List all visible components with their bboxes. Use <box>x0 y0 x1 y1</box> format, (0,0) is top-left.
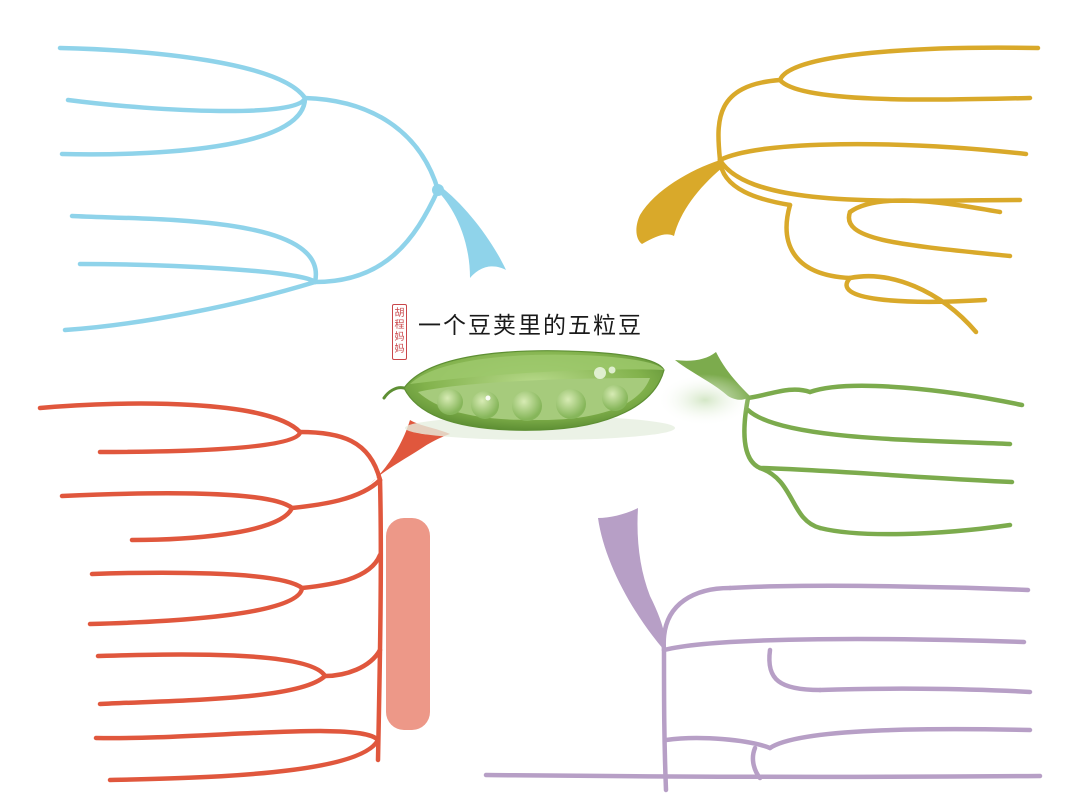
branch-red-mid-3 <box>322 647 383 679</box>
branch-red-leaf-6 <box>87 585 305 627</box>
branch-gold-trunk <box>716 77 783 163</box>
branch-red-leaf-1 <box>37 401 303 435</box>
seal-char: 胡 <box>394 308 405 319</box>
branch-gold-leaf-4 <box>717 157 1023 204</box>
branch-blue-trunk <box>302 95 441 193</box>
branch-blue-connector <box>436 186 506 278</box>
branch-blue-leaf-6 <box>62 279 318 333</box>
pea-5 <box>602 385 628 411</box>
branch-green-leaf-3 <box>757 465 1015 485</box>
branch-gold-leaf-7 <box>844 275 988 305</box>
branch-gold <box>716 45 1041 335</box>
branch-red-highlight <box>386 518 430 730</box>
branch-gold-leaf-3 <box>717 141 1029 163</box>
branch-red-leaf-7 <box>95 652 328 679</box>
pod-lid <box>410 354 664 384</box>
branch-purple-leaf-3 <box>817 686 1033 695</box>
water-drop-2 <box>608 366 616 374</box>
branch-purple-connector <box>598 508 666 650</box>
seal-char: 妈 <box>394 344 405 355</box>
branch-gold-trunk-lower <box>717 157 793 208</box>
branch-green-top <box>745 387 813 401</box>
branch-red-leaf-9 <box>93 728 381 743</box>
branch-blue-leaf-1 <box>57 45 308 101</box>
branch-purple-leaf-5 <box>750 745 763 781</box>
branch-red-trunk <box>375 477 384 763</box>
pea-2 <box>471 391 499 419</box>
branch-green-leaf-1 <box>807 383 1025 408</box>
branch-green-leaf-4 <box>817 522 1013 537</box>
branch-red-leaf-10 <box>107 737 381 783</box>
branch-purple-sub-2 <box>663 735 773 751</box>
branch-green-leaf-2 <box>745 407 1013 447</box>
pea-4 <box>556 389 586 419</box>
branch-purple-leaf-2 <box>661 636 1027 653</box>
branch-gold-leaf-5 <box>847 198 1003 215</box>
branch-red <box>37 401 384 783</box>
branch-red-connector-upper <box>297 429 383 483</box>
branch-red-leaf-4 <box>129 505 295 543</box>
pea-3 <box>512 391 542 421</box>
branch-red-leaf-5 <box>89 570 305 591</box>
water-drop-3 <box>485 395 491 401</box>
seal-char: 程 <box>394 320 405 331</box>
branch-red-mid-1 <box>289 477 383 511</box>
branch-gold-sub <box>784 202 853 281</box>
branch-gold-leaf-1 <box>777 45 1041 83</box>
branch-blue-leaf-5 <box>77 261 318 285</box>
branch-gold-leaf-2 <box>777 77 1033 102</box>
pea-1 <box>437 389 463 415</box>
artist-seal-stamp: 胡 程 妈 妈 <box>392 304 407 360</box>
branch-purple <box>483 583 1043 793</box>
branch-blue-trunk-lower <box>312 187 441 285</box>
branch-red-connector <box>370 420 450 484</box>
branch-blue <box>57 45 441 333</box>
branch-purple-trunk <box>661 647 669 793</box>
branch-purple-sub <box>767 647 823 693</box>
pod-stem <box>382 386 406 400</box>
seal-char: 妈 <box>394 332 405 343</box>
branch-blue-leaf-3 <box>59 95 308 157</box>
central-topic-title: 一个豆荚里的五粒豆 <box>418 313 643 339</box>
branch-red-leaf-2 <box>97 429 303 455</box>
branch-purple-leaf-4 <box>767 726 1033 751</box>
pod-shadow <box>657 374 753 426</box>
branch-purple-leaf-6 <box>483 772 1043 780</box>
branch-red-leaf-8 <box>97 673 328 707</box>
branch-red-leaf-3 <box>59 491 295 511</box>
branch-gold-leaf-6 <box>846 209 1013 259</box>
branch-gold-leaf-8 <box>847 274 979 335</box>
branch-green-sub <box>757 465 823 531</box>
branch-blue-leaf-4 <box>69 213 319 285</box>
branch-blue-leaf-2 <box>65 95 308 114</box>
branch-green <box>742 383 1025 537</box>
branch-gold-connector <box>636 160 722 244</box>
pea-pod-illustration <box>382 350 753 440</box>
branch-purple-leaf-1 <box>727 583 1031 593</box>
branch-red-mid-2 <box>299 552 383 591</box>
water-drop-1 <box>594 367 606 379</box>
